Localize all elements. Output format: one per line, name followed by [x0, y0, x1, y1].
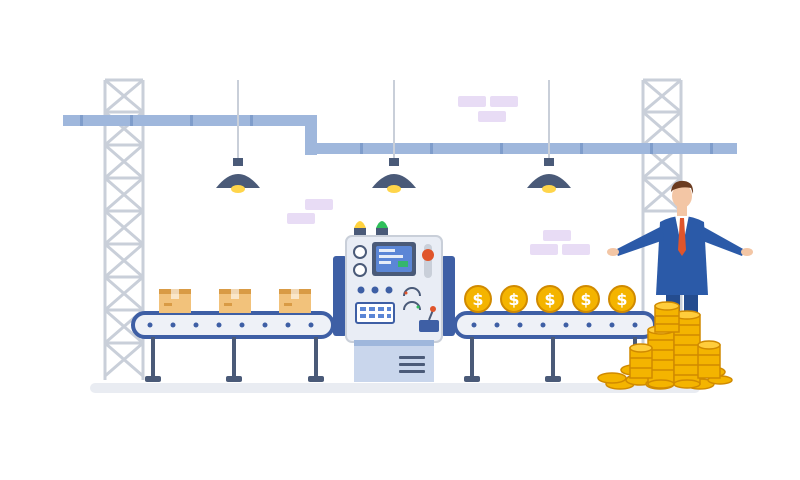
svg-text:$: $	[472, 290, 483, 309]
production-machine-icon	[333, 221, 455, 382]
dollar-coin-icon: $	[536, 285, 564, 313]
ceiling-pipe	[63, 115, 737, 155]
dollar-coin-icon: $	[572, 285, 600, 313]
coin-pile-icon	[597, 301, 733, 390]
cardboard-box-icon	[219, 289, 251, 313]
cardboard-box-icon	[279, 289, 311, 313]
svg-text:$: $	[508, 290, 519, 309]
left-conveyor	[131, 311, 335, 382]
svg-text:$: $	[580, 290, 591, 309]
cardboard-box-icon	[159, 289, 191, 313]
businessman-icon	[607, 180, 753, 340]
factory-tower-icon	[103, 78, 145, 380]
dollar-coin-icon: $	[500, 285, 528, 313]
dollar-coin-icon: $	[464, 285, 492, 313]
floor	[90, 383, 700, 393]
ceiling-lamp-icon	[216, 80, 260, 193]
svg-text:$: $	[616, 290, 627, 309]
wall-bricks	[287, 96, 590, 255]
dollar-coin-icon: $	[608, 285, 636, 313]
svg-text:$: $	[544, 290, 555, 309]
ceiling-lamp-icon	[527, 80, 571, 193]
ceiling-lamp-icon	[372, 80, 416, 193]
